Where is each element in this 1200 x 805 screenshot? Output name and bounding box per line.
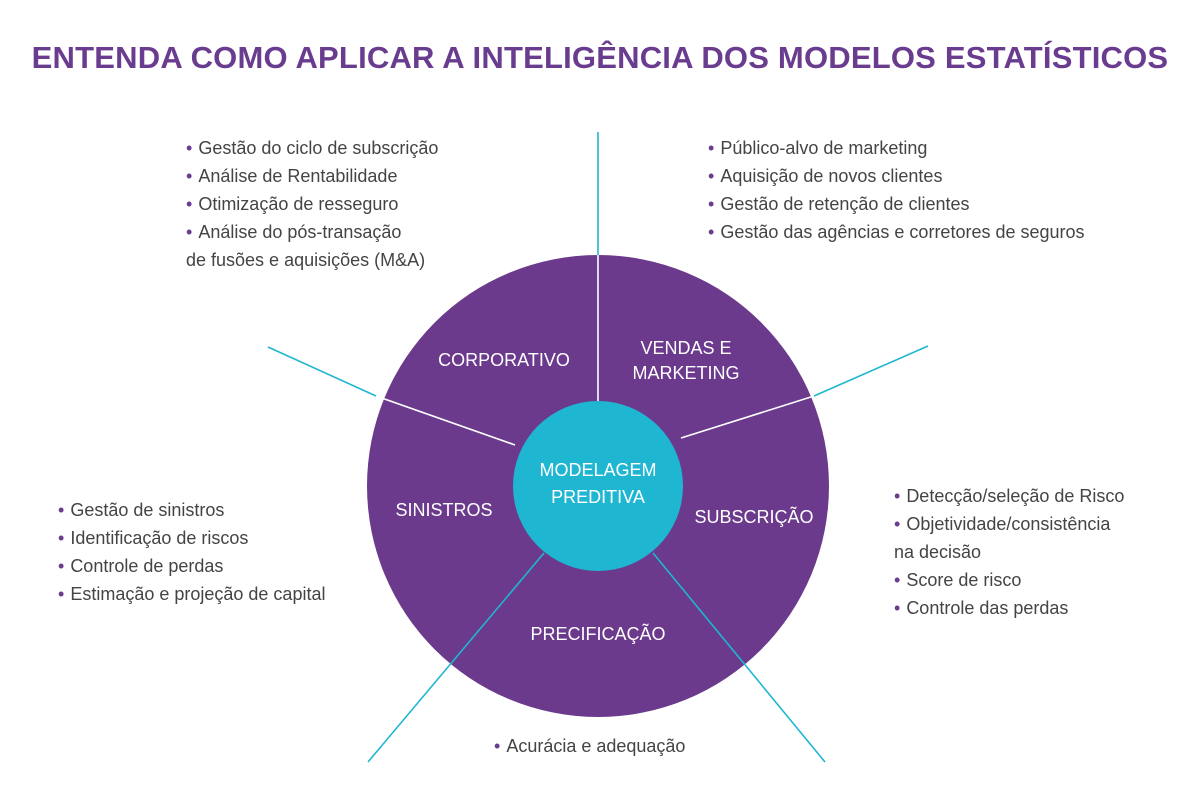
spokes — [267, 132, 929, 763]
list-item: •Aquisição de novos clientes — [708, 166, 943, 186]
bullet-icon: • — [186, 166, 193, 186]
bullet-icon: • — [186, 222, 193, 242]
bullet-icon: • — [708, 166, 715, 186]
bullet-icon: • — [894, 570, 901, 590]
hub-label-line2: PREDITIVA — [551, 487, 645, 507]
list-item: •Score de risco — [894, 570, 1022, 590]
page-title: ENTENDA COMO APLICAR A INTELIGÊNCIA DOS … — [31, 40, 1169, 75]
list-vendas-marketing: •Público-alvo de marketing •Aquisição de… — [708, 134, 1085, 246]
bullet-icon: • — [186, 194, 193, 214]
hub-circle — [513, 401, 683, 571]
bullet-icon: • — [58, 528, 65, 548]
list-item: •Detecção/seleção de Risco — [894, 486, 1125, 506]
list-corporativo: •Gestão do ciclo de subscrição •Análise … — [186, 134, 438, 274]
list-item-continuation: na decisão — [894, 542, 982, 562]
segment-label-vendas-line1: VENDAS E — [640, 338, 731, 358]
segment-label-corporativo: CORPORATIVO — [438, 350, 570, 370]
segment-label-vendas-line2: MARKETING — [632, 363, 739, 383]
spoke-right-inner — [680, 395, 815, 439]
bullet-icon: • — [708, 194, 715, 214]
bullet-icon: • — [186, 138, 193, 158]
segment-label-precificacao: PRECIFICAÇÃO — [530, 623, 665, 644]
list-item: •Estimação e projeção de capital — [58, 584, 326, 604]
list-item: •Identificação de riscos — [58, 528, 249, 548]
list-item: •Controle de perdas — [58, 556, 224, 576]
bullet-icon: • — [708, 138, 715, 158]
spoke-right-outer — [813, 345, 929, 397]
bullet-icon: • — [708, 222, 715, 242]
list-precificacao: •Acurácia e adequação — [494, 732, 685, 760]
bullet-icon: • — [894, 598, 901, 618]
list-item: •Controle das perdas — [894, 598, 1069, 618]
bullet-icon: • — [58, 584, 65, 604]
segment-label-subscricao: SUBSCRIÇÃO — [694, 506, 813, 527]
bullet-icon: • — [894, 486, 901, 506]
hub-label-line1: MODELAGEM — [539, 460, 656, 480]
list-sinistros: •Gestão de sinistros •Identificação de r… — [58, 496, 325, 608]
list-item: •Gestão das agências e corretores de seg… — [708, 222, 1085, 242]
list-item: •Gestão de sinistros — [58, 500, 225, 520]
spoke-lower-left — [367, 552, 545, 763]
bullet-icon: • — [494, 736, 501, 756]
spoke-left-inner — [375, 395, 516, 446]
list-item-continuation: de fusões e aquisições (M&A) — [186, 250, 426, 270]
list-item: •Público-alvo de marketing — [708, 138, 928, 158]
segment-label-sinistros: SINISTROS — [395, 500, 492, 520]
list-item: •Gestão de retenção de clientes — [708, 194, 970, 214]
bullet-icon: • — [894, 514, 901, 534]
list-subscricao: •Detecção/seleção de Risco •Objetividade… — [894, 482, 1124, 622]
list-item: •Acurácia e adequação — [494, 736, 686, 756]
bullet-icon: • — [58, 500, 65, 520]
bullet-icon: • — [58, 556, 65, 576]
list-item: •Gestão do ciclo de subscrição — [186, 138, 439, 158]
list-item: •Otimização de resseguro — [186, 194, 399, 214]
spoke-lower-right — [652, 552, 826, 763]
list-item: •Análise de Rentabilidade — [186, 166, 398, 186]
spoke-left-outer — [267, 346, 377, 397]
